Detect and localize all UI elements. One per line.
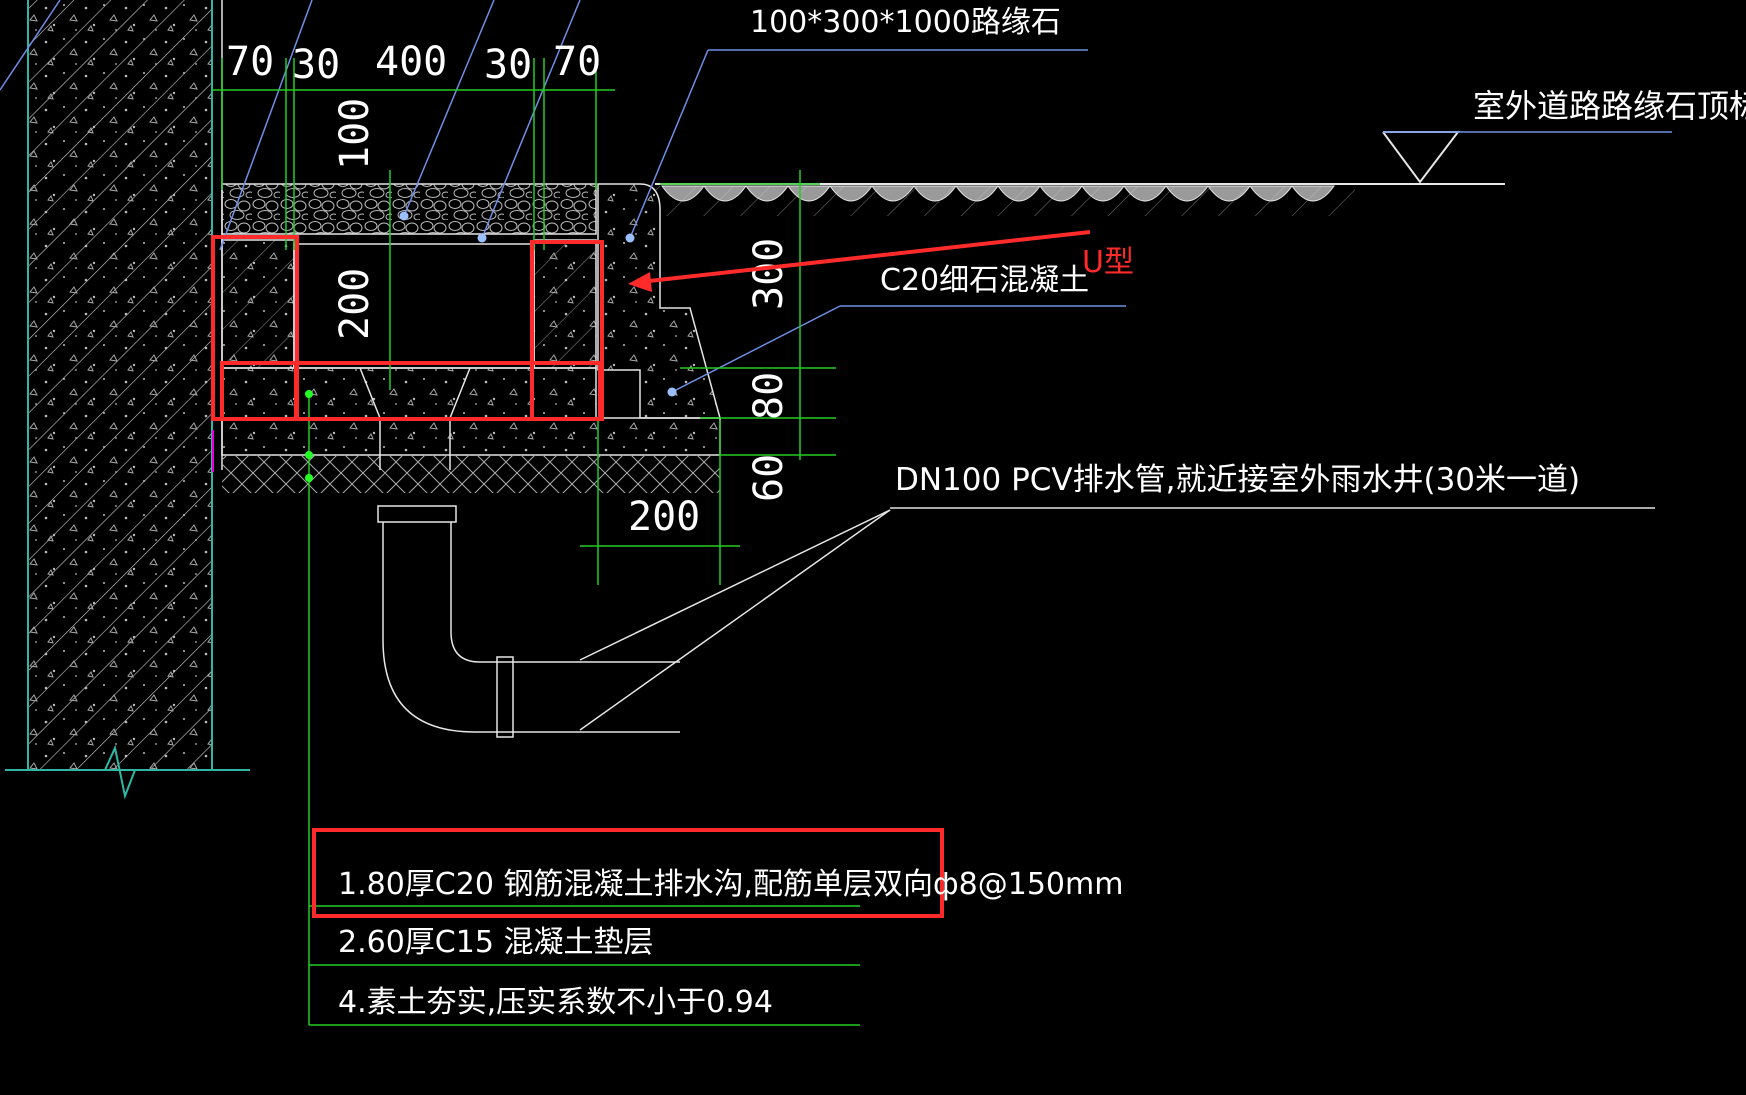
leader-c [481,0,581,239]
curb-label: 100*300*1000路缘石 [750,5,1061,40]
cushion-layer [221,417,721,456]
pipe-leader-2 [579,509,891,731]
concrete-leader [671,305,841,393]
layer-point-2 [305,451,313,459]
leader-a [219,0,313,251]
pipe-elbow-inner [450,522,680,663]
layer-point-1 [305,390,313,398]
dim-right-300: 300 [746,238,792,310]
u-shape-arrow-head [628,272,652,292]
dim-right-60: 60 [746,454,792,502]
elevation-triangle [1382,131,1461,184]
highlight-bottom-slab [220,361,602,421]
dimension-text: 70 30 400 30 70 100 200 300 80 60 200 [226,39,792,540]
pipe-elbow-outer [382,522,680,733]
red-annotations [211,230,1091,918]
u-shape-label: U型 [1082,245,1134,280]
fine-concrete-label: C20细石混凝土 [880,263,1089,298]
layer-point-3 [305,474,313,482]
dim-top-70-right: 70 [553,39,601,85]
dim-cap-100: 100 [332,98,378,170]
leader-lines: 100*300*1000路缘石 C20细石混凝土 [219,0,1126,397]
layer-note-3: 4.素土夯实,压实系数不小于0.94 [338,985,773,1020]
compacted-soil [222,455,720,493]
drain-pipe: DN100 PCV排水管,就近接室外雨水井(30米一道) [377,462,1655,738]
dim-inner-200: 200 [332,268,378,340]
dim-top-400: 400 [375,39,447,85]
highlight-layer-1 [312,828,944,918]
road-surface [655,183,1505,216]
dim-top-30-right: 30 [484,42,532,88]
road-soil-hatch [655,186,1355,216]
curb-leader [629,49,709,239]
layer-note-2: 2.60厚C15 混凝土垫层 [338,925,653,960]
layer-note-1: 1.80厚C20 钢筋混凝土排水沟,配筋单层双向ф8@150mm [338,867,1123,902]
channel-bottom-slab [221,367,597,419]
dimension-lines [212,58,860,1026]
wall-section [0,0,250,800]
leader-dot-b [399,211,409,221]
dim-right-80: 80 [746,372,792,420]
dim-top-30-left: 30 [292,42,340,88]
wall-speckle-fill [28,0,212,770]
layer-notes: 1.80厚C20 钢筋混凝土排水沟,配筋单层双向ф8@150mm 2.60厚C1… [338,867,1123,1020]
curb-elevation-label: 室外道路路缘石顶标高 [1473,87,1746,125]
gravel-cover-layer [221,183,597,235]
concrete-leader-dot [667,387,677,397]
pipe-leader-1 [579,509,891,661]
wall-leader-1 [0,0,61,91]
leader-dot-c [477,233,487,243]
elevation-marker: 室外道路路缘石顶标高 [1382,87,1746,184]
channel-inner-space [293,243,535,369]
drain-pipe-label: DN100 PCV排水管,就近接室外雨水井(30米一道) [895,462,1580,498]
break-line-symbol [104,744,136,800]
pipe-coupling-top [377,505,457,523]
curb-stone [597,183,721,419]
dim-bottom-200: 200 [628,494,700,540]
dim-top-70-left: 70 [226,39,274,85]
curb-leader-dot [625,233,635,243]
pipe-coupling-side [496,656,514,738]
channel-left-wall-hatch [222,240,294,368]
u-shape-arrow-line [639,230,1091,284]
channel-right-wall-hatch [534,240,596,368]
leader-b [403,0,495,217]
